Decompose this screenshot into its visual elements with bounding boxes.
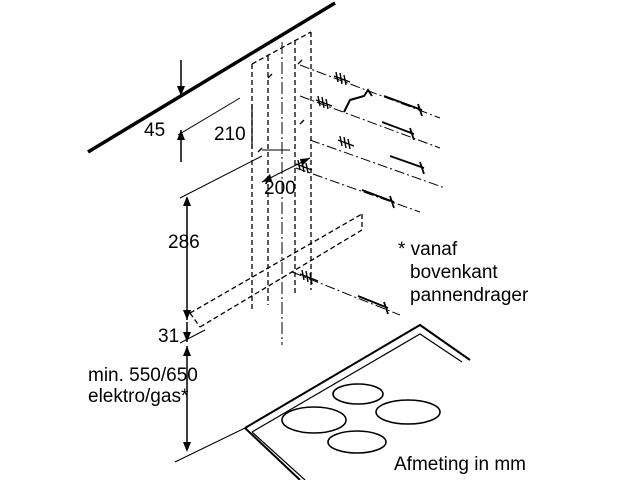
dim-286-label: 286 bbox=[168, 232, 200, 253]
u-bracket bbox=[343, 88, 373, 113]
dim-286-bottom-head bbox=[183, 310, 191, 320]
dim-286-top-ext bbox=[179, 155, 263, 199]
dim-45-label: 45 bbox=[144, 120, 165, 141]
dim-45-arrow-head bbox=[177, 86, 185, 96]
screw-icon bbox=[357, 295, 389, 315]
dimension-210: 210 bbox=[214, 104, 290, 151]
dim-200-label: 200 bbox=[264, 178, 296, 199]
burner-back-left bbox=[332, 383, 384, 405]
dowel-icon bbox=[315, 95, 333, 110]
burner-front-right bbox=[327, 430, 387, 454]
note-line3: pannendrager bbox=[410, 285, 529, 306]
dim-286-top-head bbox=[183, 196, 191, 206]
note-line2: bovenkant bbox=[410, 262, 498, 283]
dim-200-left-head bbox=[262, 174, 272, 182]
screw-second bbox=[299, 95, 441, 149]
dimension-200: 200 bbox=[261, 157, 311, 199]
bracket-bottom-edge bbox=[199, 229, 363, 328]
dimension-286: 286 bbox=[168, 155, 263, 320]
burner-back-right bbox=[375, 399, 441, 425]
dowel-icon bbox=[333, 71, 351, 86]
screw-fourth bbox=[295, 159, 421, 213]
dim-min-bottom-head bbox=[183, 442, 191, 452]
screw-icon bbox=[361, 189, 395, 209]
dim-min-bottom-ext bbox=[174, 427, 246, 463]
burner-front-left bbox=[281, 406, 347, 434]
dowel-icon bbox=[295, 159, 313, 174]
dim-31-label: 31 bbox=[158, 326, 179, 347]
cooktop-inner-edge bbox=[251, 333, 463, 433]
dim-45-lower-head bbox=[177, 130, 185, 140]
dim-min-top-head bbox=[183, 346, 191, 356]
dim-min-label-line2: elektro/gas* bbox=[88, 386, 189, 407]
screw-icon bbox=[381, 121, 415, 141]
ceiling bbox=[87, 1, 336, 154]
cooktop-front-edge bbox=[244, 427, 301, 481]
screws bbox=[257, 59, 446, 316]
bracket-top-edge bbox=[189, 213, 363, 314]
lower-bracket bbox=[189, 213, 363, 328]
cooktop bbox=[244, 323, 471, 481]
screw-axis bbox=[299, 95, 441, 149]
screw-third bbox=[309, 135, 446, 189]
screw-axis bbox=[295, 167, 421, 213]
hole-marks bbox=[257, 59, 305, 153]
ceiling-line bbox=[87, 1, 336, 154]
screw-axis bbox=[309, 139, 446, 189]
dim-210-label: 210 bbox=[214, 124, 246, 145]
dim-31-head bbox=[183, 332, 191, 342]
note-line1: * vanaf bbox=[398, 239, 458, 260]
dimension-45: 45 bbox=[144, 60, 241, 162]
dim-31-ext bbox=[179, 329, 206, 344]
footnote: * vanaf bovenkant pannendrager bbox=[398, 239, 529, 306]
dowel-icon bbox=[299, 269, 319, 285]
cooktop-outline bbox=[244, 323, 471, 429]
dimension-31: 31 bbox=[158, 322, 206, 347]
dimension-min-height: min. 550/650 elektro/gas* bbox=[88, 346, 246, 463]
screw-icon bbox=[389, 155, 425, 175]
dim-min-label-line1: min. 550/650 bbox=[88, 365, 198, 386]
screw-lower bbox=[291, 269, 401, 316]
dowel-icon bbox=[337, 135, 355, 150]
dim-45-extension bbox=[177, 97, 241, 136]
units-caption: Afmeting in mm bbox=[394, 454, 526, 475]
screw-icon bbox=[383, 95, 423, 117]
u-bracket-icon bbox=[343, 88, 373, 113]
bracket-left-end bbox=[189, 312, 201, 328]
screw-axis bbox=[291, 271, 401, 316]
cooktop-front-inner bbox=[251, 431, 306, 481]
